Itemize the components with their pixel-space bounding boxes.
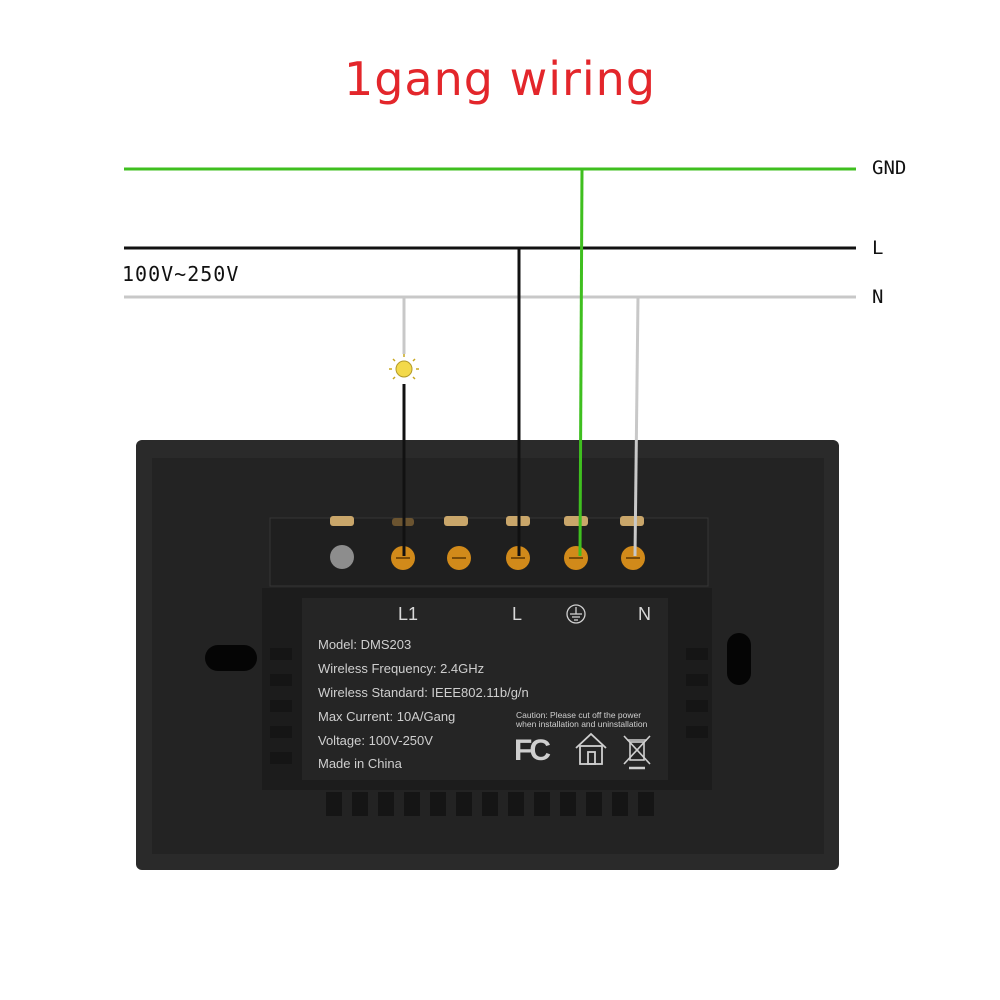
spec-standard: Wireless Standard: IEEE802.11b/g/n [318, 685, 529, 700]
voltage-range-label: 100V~250V [122, 262, 240, 286]
spec-origin: Made in China [318, 756, 402, 771]
spec-model: Model: DMS203 [318, 637, 412, 652]
live-label: L [872, 237, 884, 259]
fc-mark: FC [514, 734, 551, 767]
mounting-slot-right [727, 633, 751, 685]
terminal-label-n: N [638, 604, 651, 624]
neutral-label: N [872, 286, 884, 308]
caution-line-1: Caution: Please cut off the power [516, 710, 642, 720]
spec-current: Max Current: 10A/Gang [318, 709, 456, 724]
ground-symbol-icon [566, 604, 586, 624]
terminal-label-l1: L1 [398, 604, 419, 624]
spec-frequency: Wireless Frequency: 2.4GHz [318, 661, 485, 676]
bulb-icon [389, 354, 419, 380]
gnd-to-ground-wire [578, 168, 584, 557]
gnd-label: GND [872, 157, 907, 179]
mounting-slot-left [205, 645, 257, 671]
neutral-to-n-wire [633, 296, 640, 557]
spec-voltage: Voltage: 100V-250V [318, 733, 433, 748]
terminal-screw-unused [330, 545, 354, 569]
home-icon [575, 732, 607, 765]
caution-line-2: when installation and uninstallation [516, 719, 648, 729]
diagram-title: 1gang wiring [343, 52, 657, 106]
weee-bin-icon [623, 735, 651, 770]
terminal-label-l: L [512, 604, 523, 624]
